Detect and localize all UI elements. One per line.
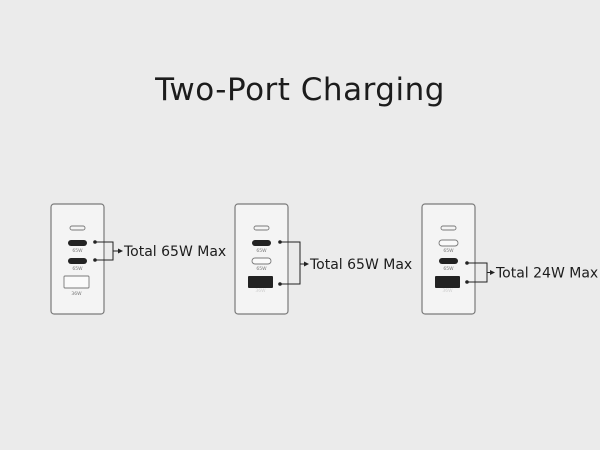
port-2-watt-label: 65W bbox=[443, 248, 454, 254]
charger-1: 65W 65W 36W Total 65W Max bbox=[50, 203, 226, 315]
port-1-led bbox=[69, 225, 86, 231]
port-3-watt-label: 65W bbox=[443, 266, 454, 272]
port-2-usb-c bbox=[438, 239, 459, 247]
port-4-watt-label: 36W bbox=[442, 288, 453, 294]
port-1-led bbox=[253, 225, 270, 231]
port-3-watt-label: 65W bbox=[72, 266, 83, 272]
port-2-watt-label: 65W bbox=[256, 248, 267, 254]
port-4-usb-a bbox=[248, 276, 273, 288]
port-2-watt-label: 65W bbox=[72, 248, 83, 254]
bracket-arrowhead bbox=[490, 270, 495, 275]
port-3-usb-c bbox=[439, 258, 458, 264]
bracket-arrowhead bbox=[304, 261, 309, 267]
port-1-led bbox=[440, 225, 457, 231]
total-power-label: Total 24W Max bbox=[495, 266, 598, 282]
port-4-watt-label: 36W bbox=[71, 291, 82, 297]
port-3-watt-label: 65W bbox=[256, 266, 267, 272]
port-3-usb-c bbox=[251, 257, 272, 265]
bracket-arrowhead bbox=[118, 248, 123, 254]
total-power-label: Total 65W Max bbox=[123, 244, 226, 260]
bracket-line bbox=[280, 241, 301, 285]
port-4-watt-label: 36W bbox=[255, 288, 266, 294]
page-title: Two-Port Charging bbox=[155, 72, 445, 108]
port-2-usb-c bbox=[68, 240, 87, 246]
port-3-usb-c bbox=[68, 258, 87, 264]
port-2-usb-c bbox=[252, 240, 271, 246]
port-4-usb-a bbox=[63, 275, 90, 289]
charger-2: 65W 65W 36W Total 65W Max bbox=[234, 203, 412, 315]
port-4-usb-a bbox=[435, 276, 460, 288]
charger-3: 65W 65W 36W Total 24W Max bbox=[421, 203, 598, 315]
total-power-label: Total 65W Max bbox=[309, 257, 412, 273]
